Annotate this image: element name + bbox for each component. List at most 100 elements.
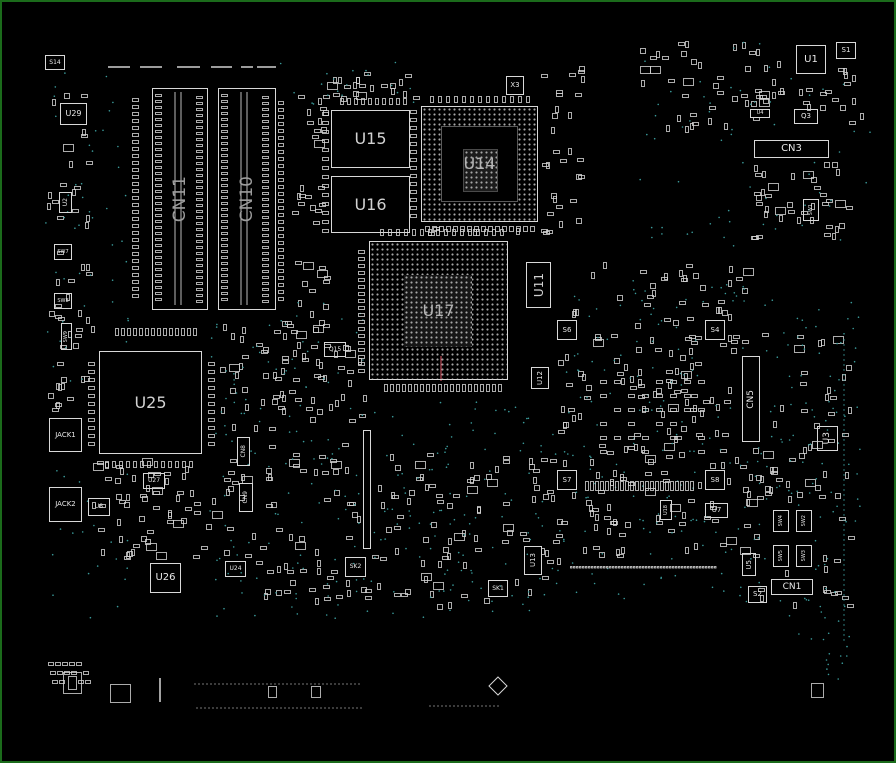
via (813, 161, 816, 164)
part-q15[interactable]: Q15 (324, 342, 346, 357)
part-sw2[interactable]: SW2 (796, 510, 812, 532)
part-sw8[interactable]: SW8 (54, 293, 72, 309)
via (843, 399, 845, 401)
connector-pin (196, 270, 203, 273)
smd-pad (547, 212, 554, 216)
part-s14[interactable]: S14 (45, 55, 65, 70)
part-u11[interactable]: U11 (526, 262, 551, 308)
part-cn1[interactable]: CN1 (771, 579, 813, 595)
smd-pad (822, 202, 829, 206)
part-s6[interactable]: S6 (557, 320, 577, 340)
connector-pad (132, 245, 139, 249)
via (484, 448, 486, 451)
part-u17[interactable]: U17 (369, 241, 508, 380)
part-s2[interactable]: S2 (748, 586, 767, 603)
via (701, 443, 704, 445)
via (322, 302, 325, 305)
part-u3[interactable]: U3 (817, 426, 838, 451)
part-u16[interactable]: U16 (331, 176, 410, 233)
part-s8[interactable]: S8 (705, 470, 725, 490)
smd-pad (545, 550, 549, 557)
part-jack1[interactable]: JACK1 (49, 418, 82, 452)
part-sw9[interactable]: SW9 (61, 323, 72, 350)
smd-pad (614, 408, 621, 412)
part-sw4[interactable]: SW4 (773, 510, 789, 532)
part-sk2[interactable]: SK2 (345, 557, 366, 577)
connector-pin (262, 138, 269, 141)
test-point (300, 707, 302, 709)
part-s1[interactable]: S1 (836, 42, 856, 59)
part-cn5[interactable]: CN5 (742, 356, 760, 442)
via (843, 344, 845, 346)
header-dot (669, 566, 672, 569)
part-cn9[interactable]: CN9 (239, 483, 253, 512)
connector-pin (262, 264, 269, 267)
part-sk1[interactable]: SK1 (488, 580, 508, 597)
smd-pad (685, 41, 689, 48)
smd-pad (600, 380, 607, 384)
via (645, 409, 647, 411)
via (675, 306, 678, 309)
part-sw1[interactable]: SW1 (803, 199, 819, 221)
via (810, 638, 813, 640)
smd-pad (803, 447, 807, 454)
via (843, 464, 845, 466)
part-u12[interactable]: U12 (531, 367, 549, 389)
part-u8[interactable]: U8 (88, 498, 110, 516)
via (720, 286, 722, 289)
part-cn11[interactable]: CN11 (152, 88, 208, 310)
part-u14[interactable]: U14 (421, 106, 538, 222)
part-jack2[interactable]: JACK2 (49, 487, 82, 522)
part-sw5[interactable]: SW5 (773, 545, 789, 567)
part-u1[interactable]: U1 (796, 45, 826, 74)
via (240, 412, 243, 415)
via (715, 531, 717, 534)
part-u29[interactable]: U29 (60, 103, 87, 125)
part-u24[interactable]: U24 (225, 561, 246, 577)
part-u13[interactable]: U13 (524, 546, 542, 575)
via (312, 103, 315, 105)
part-u4[interactable]: U4 (750, 109, 770, 118)
part-cn3[interactable]: CN3 (754, 140, 829, 158)
smd-pad (681, 278, 688, 282)
smd-pad (285, 321, 292, 325)
part-u5[interactable]: U5 (742, 553, 756, 576)
via (67, 194, 70, 196)
part-u18[interactable]: U18 (660, 500, 672, 520)
via (241, 592, 243, 594)
smd-pad (668, 79, 675, 83)
part-sw7[interactable]: SW7 (54, 244, 72, 260)
part-s4[interactable]: S4 (705, 320, 725, 340)
part-sw3[interactable]: SW3 (796, 545, 812, 567)
part-long-connector[interactable] (363, 430, 371, 549)
part-u25[interactable]: U25 (99, 351, 202, 454)
via (668, 495, 670, 498)
connector-pin (221, 118, 228, 121)
via (615, 463, 618, 466)
part-u2[interactable]: U2 (59, 192, 72, 213)
part-q3[interactable]: Q3 (794, 109, 818, 124)
part-s7[interactable]: S7 (557, 470, 577, 490)
smd-pad (645, 472, 652, 476)
smd-pad (52, 99, 56, 106)
part-cn8[interactable]: CN8 (237, 437, 250, 466)
part-cn10[interactable]: CN10 (218, 88, 276, 310)
bga-side-pad (510, 96, 514, 103)
part-u27[interactable]: U27 (143, 473, 165, 489)
smd-pad (462, 530, 466, 537)
header-dot (666, 566, 669, 569)
part-x3[interactable]: X3 (506, 76, 524, 95)
header-dot (684, 566, 687, 569)
connector-pin (196, 108, 203, 111)
part-u26[interactable]: U26 (150, 563, 181, 593)
part-u7[interactable]: U7 (705, 503, 728, 518)
smd-pad (264, 593, 268, 600)
smd-pad (593, 546, 600, 550)
part-u15[interactable]: U15 (331, 110, 410, 168)
via (818, 309, 820, 311)
smd-pad (690, 363, 694, 370)
smd-pad (124, 556, 131, 560)
smd-pad (695, 336, 702, 340)
smd-pad (824, 590, 831, 594)
